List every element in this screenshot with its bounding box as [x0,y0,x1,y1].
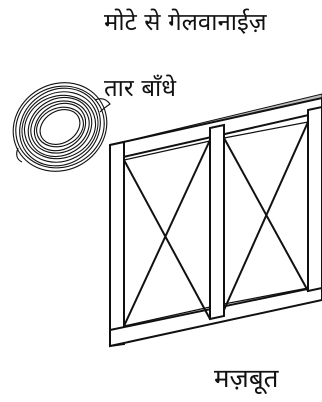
braced-frame-icon [110,94,322,346]
coiled-wire-icon [0,66,123,188]
strong-label: मज़बूत [214,366,279,392]
